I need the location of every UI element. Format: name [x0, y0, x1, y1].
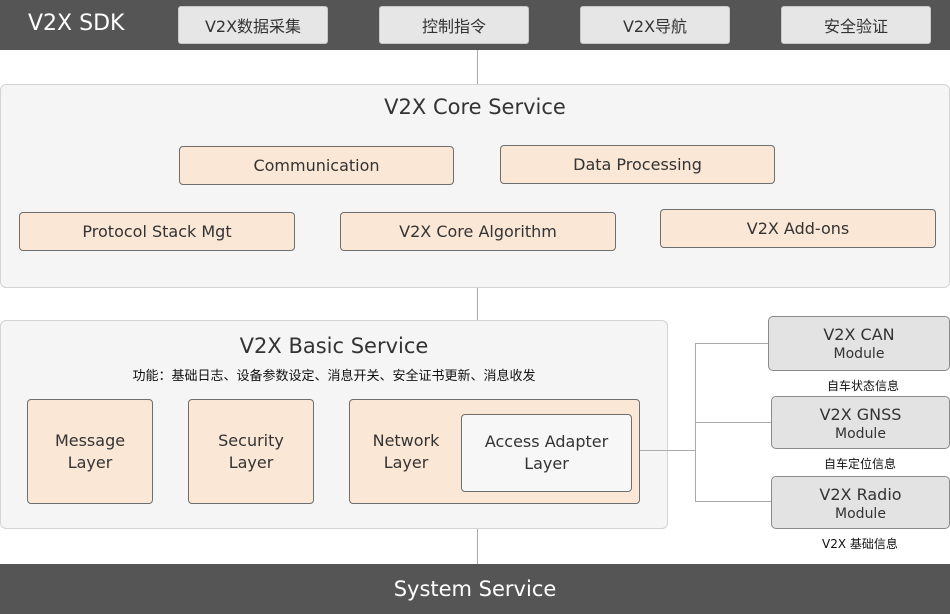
system-service-title: System Service [393, 577, 557, 601]
message-layer: Message Layer [27, 399, 153, 504]
sdk-title: V2X SDK [28, 11, 125, 36]
access-adapter-line2: Layer [524, 454, 569, 473]
sdk-button-security-verification[interactable]: 安全验证 [781, 6, 931, 44]
connector-core-basic [477, 287, 478, 321]
security-layer-line1: Security [218, 430, 284, 450]
core-module-data-processing: Data Processing [500, 145, 775, 184]
can-module-name: V2X CAN [823, 325, 895, 344]
sdk-button-data-collection[interactable]: V2X数据采集 [178, 6, 328, 44]
network-layer-label: Network Layer [350, 430, 462, 474]
core-module-communication: Communication [179, 146, 454, 185]
radio-module-sub: Module [835, 506, 886, 522]
radio-module: V2X Radio Module [771, 476, 950, 529]
gnss-module-caption: 自车定位信息 [823, 457, 896, 471]
security-layer: Security Layer [188, 399, 314, 504]
radio-module-caption: V2X 基础信息 [822, 537, 898, 551]
core-service-title: V2X Core Service [384, 95, 566, 119]
basic-service-functions: 功能：基础日志、设备参数设定、消息开关、安全证书更新、消息收发 [132, 369, 536, 384]
can-module-caption: 自车状态信息 [826, 379, 899, 393]
gnss-module-sub: Module [835, 426, 886, 442]
core-module-protocol-stack: Protocol Stack Mgt [19, 212, 295, 251]
access-adapter-line1: Access Adapter [484, 432, 609, 451]
network-layer-line1: Network [372, 431, 440, 450]
connector-network-bus [640, 450, 696, 451]
message-layer-line1: Message [54, 430, 126, 450]
sdk-button-control-command[interactable]: 控制指令 [379, 6, 529, 44]
network-layer-line2: Layer [383, 453, 429, 472]
radio-module-name: V2X Radio [819, 485, 902, 504]
can-module-sub: Module [833, 346, 885, 362]
security-layer-line2: Layer [228, 452, 274, 472]
connector-radio [695, 501, 772, 502]
system-service-bar: System Service [0, 564, 950, 614]
gnss-module: V2X GNSS Module [771, 396, 950, 449]
core-service-panel [0, 84, 950, 288]
gnss-module-name: V2X GNSS [819, 405, 902, 424]
connector-sdk-core [477, 50, 478, 85]
message-layer-line2: Layer [67, 452, 113, 472]
access-adapter-layer: Access Adapter Layer [461, 414, 632, 492]
basic-service-title: V2X Basic Service [239, 334, 429, 358]
connector-basic-system [477, 528, 478, 564]
can-module: V2X CAN Module [768, 316, 950, 371]
core-module-core-algorithm: V2X Core Algorithm [340, 212, 616, 251]
sdk-button-navigation[interactable]: V2X导航 [580, 6, 730, 44]
connector-gnss [695, 422, 772, 423]
core-module-add-ons: V2X Add-ons [660, 209, 936, 248]
connector-can [695, 343, 769, 344]
